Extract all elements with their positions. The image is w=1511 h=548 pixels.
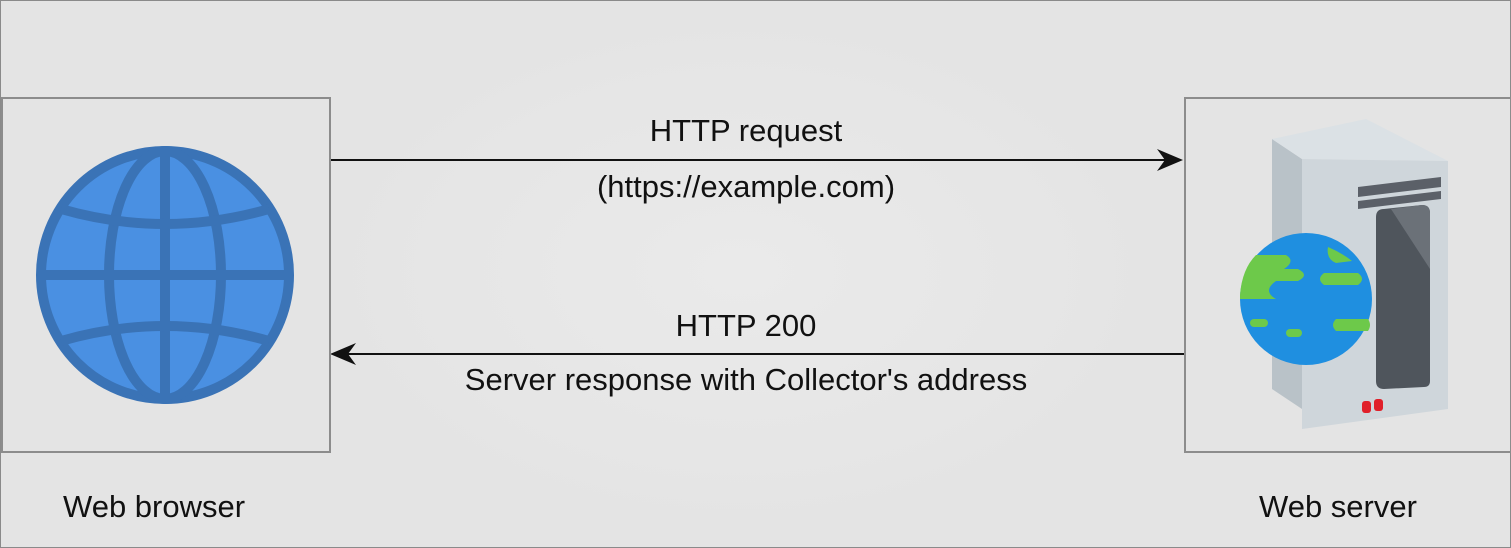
response-subtitle: Server response with Collector's address xyxy=(464,362,1028,397)
request-arrowhead xyxy=(1157,149,1183,171)
globe-icon xyxy=(36,146,294,404)
request-title: HTTP request xyxy=(649,113,843,148)
server-label: Web server xyxy=(1259,489,1417,524)
response-arrowhead xyxy=(330,343,356,365)
browser-node xyxy=(1,97,331,453)
response-title: HTTP 200 xyxy=(675,308,817,343)
request-subtitle: (https://example.com) xyxy=(596,169,896,204)
server-icon xyxy=(1240,119,1448,429)
browser-label: Web browser xyxy=(63,489,246,524)
server-node xyxy=(1184,97,1511,453)
